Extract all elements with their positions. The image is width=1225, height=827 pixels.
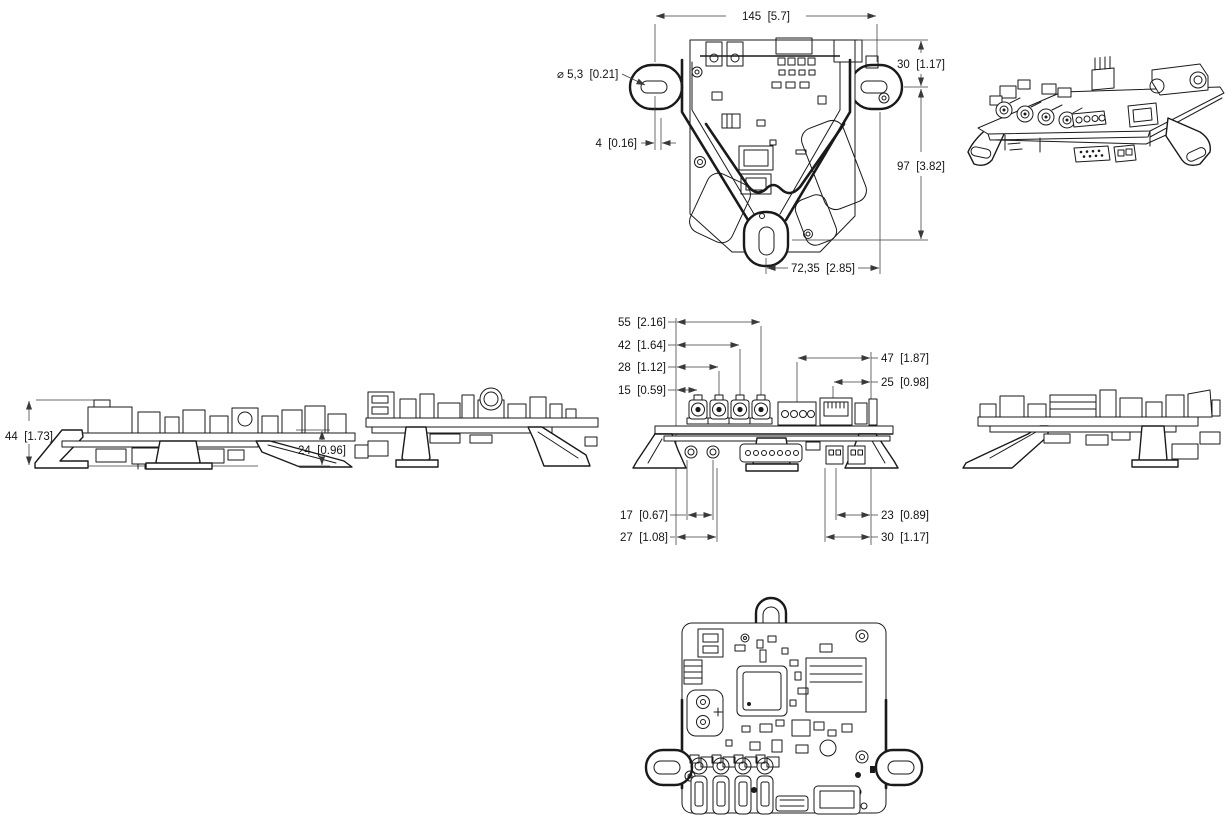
- bracket-foot-right: [527, 426, 591, 467]
- dim-text-rj45: 25 [0.98]: [881, 377, 929, 389]
- dim-text-bl-inner: 17 [0.67]: [620, 510, 668, 522]
- main-ic: [736, 665, 788, 717]
- side-right-under-components: [1043, 431, 1131, 446]
- dim-bottom-left-inner: 17 [0.67]: [620, 510, 713, 522]
- dim-bottom-right-inner: 23 [0.89]: [836, 510, 929, 522]
- bottom-connector-large: [813, 785, 861, 815]
- bracket-foot-left: [34, 429, 89, 469]
- dim-text-br-inner: 23 [0.89]: [881, 510, 929, 522]
- dim-text-bracket-height: 24 [0.96]: [298, 445, 346, 457]
- bottom-view: [644, 596, 924, 815]
- mount-ear-right: [874, 748, 924, 787]
- bnc-connector-2: [707, 394, 731, 425]
- bnc-connector-4: [749, 394, 773, 425]
- side-left-components: [87, 399, 347, 434]
- bracket-column: [401, 426, 431, 465]
- side-left-under-components: [95, 447, 245, 470]
- mount-slot-left: [640, 80, 668, 94]
- dim-mount-to-bottom-tab: 97 [3.82]: [792, 88, 945, 241]
- shield-can: [805, 657, 867, 713]
- dim-mount-hole-diameter: ⌀ 5,3 [0.21]: [557, 69, 646, 86]
- top-view-components: [691, 37, 890, 239]
- side-right-components: [979, 389, 1221, 418]
- bnc-connector-3: [728, 394, 752, 425]
- mount-ear-right: [848, 63, 904, 111]
- dim-text-hole-diameter: ⌀ 5,3 [0.21]: [557, 69, 618, 81]
- usb-footprint: [697, 628, 724, 658]
- dim-bnc1-offset: 15 [0.59]: [618, 385, 698, 397]
- dim-bottom-left-outer: 27 [1.08]: [620, 532, 717, 544]
- dim-text-br-outer: 30 [1.17]: [881, 532, 929, 544]
- under-connector: [1171, 443, 1199, 460]
- mount-slot-bottom: [758, 226, 775, 256]
- bracket-column: [155, 440, 201, 467]
- dim-text-bnc4: 55 [2.16]: [618, 317, 666, 329]
- mount-tab-bottom: [742, 210, 790, 268]
- dim-bnc2-offset: 28 [1.12]: [618, 362, 719, 374]
- screw-holes: [684, 629, 875, 810]
- mount-slot-right: [860, 80, 888, 94]
- side-view-left: 44 [1.73]: [5, 399, 356, 470]
- battery-holder: [686, 689, 724, 737]
- dim-slot-offset: 4 [0.16]: [595, 96, 676, 150]
- bracket-web: [704, 122, 846, 195]
- side-back-components: [367, 387, 577, 419]
- pcb-edge: [365, 417, 599, 428]
- dim-terminal-offset: 47 [1.87]: [797, 353, 929, 365]
- mount-ear-left: [628, 63, 684, 111]
- iso-terminal-block: [1071, 110, 1107, 128]
- front-view: 55 [2.16] 42 [1.64] 28 [1.12] 15 [0.59] …: [618, 317, 929, 545]
- side-back-under-components: [367, 433, 493, 457]
- bottom-connector-small: [775, 795, 809, 812]
- dim-bnc3-offset: 42 [1.64]: [618, 340, 740, 352]
- dim-text-mount-to-tab: 97 [3.82]: [897, 161, 945, 173]
- dim-text-tab-to-mount: 72,35 [2.85]: [791, 263, 855, 275]
- mount-ear-left: [644, 748, 694, 787]
- dim-bottom-right-outer: 30 [1.17]: [825, 532, 929, 544]
- pcb-edge: [654, 425, 894, 435]
- db9-connector: [739, 443, 803, 463]
- iso-bracket-right: [1165, 117, 1211, 167]
- dim-overall-width: 145 [5.7]: [654, 11, 878, 62]
- dim-text-bnc3: 42 [1.64]: [618, 340, 666, 352]
- mount-slot-left: [653, 760, 681, 775]
- dim-text-terminal: 47 [1.87]: [881, 353, 929, 365]
- front-under-components: [684, 441, 866, 465]
- iso-power-connector: [1113, 144, 1137, 163]
- bracket-column: [1138, 425, 1168, 465]
- isometric-view: [967, 56, 1225, 167]
- iso-rj45: [1127, 102, 1159, 128]
- bracket-foot-left: [632, 433, 687, 469]
- dim-text-slot-offset: 4 [0.16]: [595, 138, 637, 150]
- dim-bnc4-offset: 55 [2.16]: [618, 317, 761, 329]
- iso-db9: [1073, 145, 1111, 163]
- mount-slot-right: [887, 760, 915, 775]
- dim-text-bnc1: 15 [0.59]: [618, 385, 666, 397]
- dim-bracket-height: 24 [0.96]: [296, 429, 346, 467]
- side-view-back: [354, 387, 599, 468]
- pcb-edge: [977, 416, 1199, 427]
- bnc-connector-1: [686, 394, 710, 425]
- dim-top-edge-to-mount: 30 [1.17]: [858, 39, 945, 88]
- iso-bnc-row: [995, 97, 1083, 129]
- dim-text-overall-width: 145 [5.7]: [742, 11, 790, 23]
- dim-bottom-tab-to-mount: 72,35 [2.85]: [765, 112, 881, 275]
- dim-text-top-to-mount: 30 [1.17]: [897, 59, 945, 71]
- pcb-edge: [69, 432, 356, 442]
- top-view: 145 [5.7] ⌀ 5,3 [0.21] 4 [0.16] 30 [1.17…: [557, 11, 945, 275]
- dim-text-bnc2: 28 [1.12]: [618, 362, 666, 374]
- side-view-right: [962, 389, 1221, 469]
- dim-rj45-offset: 25 [0.98]: [833, 377, 929, 389]
- dim-text-bl-outer: 27 [1.08]: [620, 532, 668, 544]
- dim-text-overall-height: 44 [1.73]: [5, 431, 53, 443]
